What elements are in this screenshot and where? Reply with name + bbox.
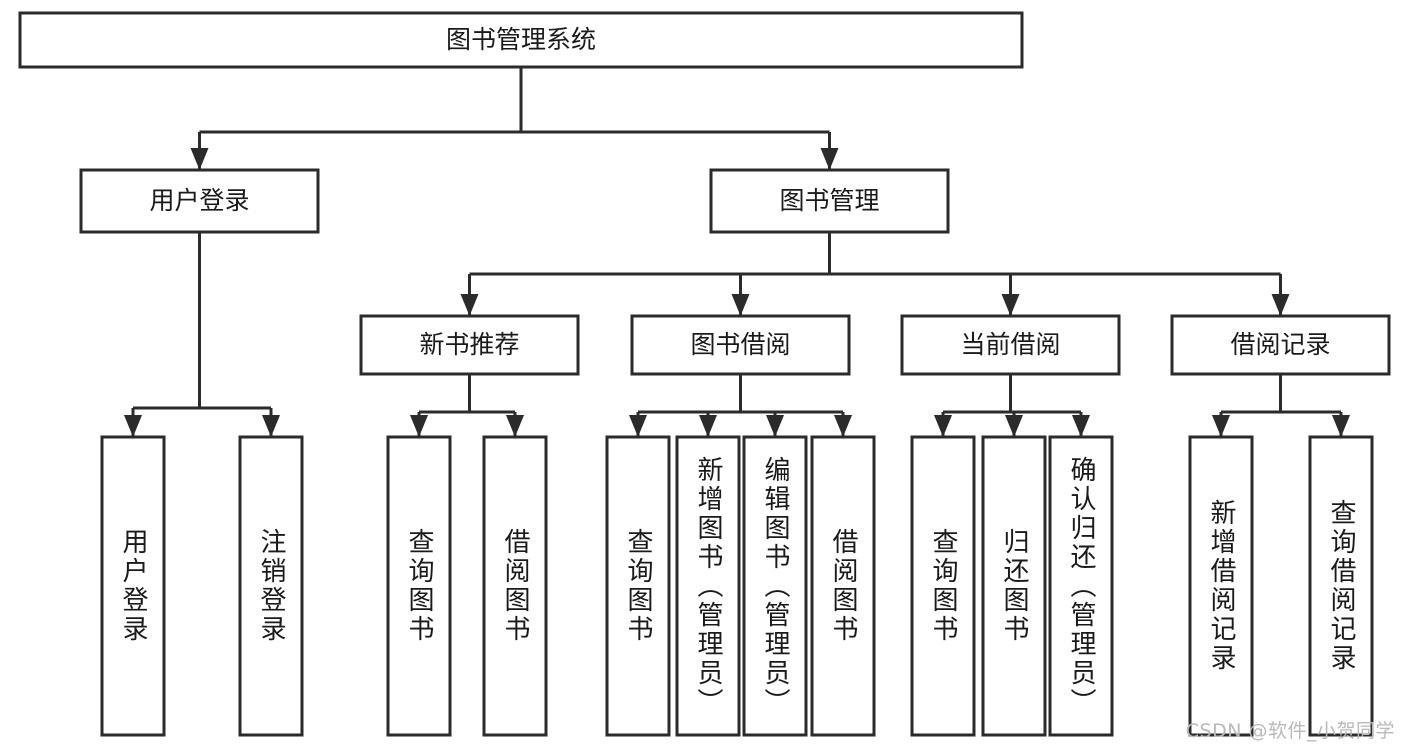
level2-node-book-management-label: 图书管理 [779, 186, 879, 215]
leaf-node-leaf-add-book-admin-box[interactable] [675, 435, 741, 737]
arrow-head-icon [190, 148, 209, 170]
leaf-node-leaf-user-login-box[interactable] [100, 435, 166, 737]
arrow-head-icon [124, 415, 142, 437]
arrow-head-icon [506, 415, 524, 437]
level3-node-borrow-record-label: 借阅记录 [1230, 330, 1330, 359]
root-node-label: 图书管理系统 [446, 25, 596, 54]
arrow-head-icon [629, 415, 647, 437]
level2-node-user-login-box[interactable] [79, 168, 320, 234]
connector-layer [124, 67, 1350, 437]
level3-node-new-book-recommend-box[interactable] [359, 314, 580, 376]
arrow-head-icon [934, 415, 952, 437]
level2-node-book-management-box[interactable] [709, 168, 950, 234]
watermark-text: CSDN @软件_小贺同学 [1185, 720, 1395, 742]
level3-node-current-borrow-label: 当前借阅 [960, 330, 1060, 359]
arrow-head-icon [410, 415, 428, 437]
arrow-head-icon [1001, 294, 1020, 316]
root-node-box[interactable] [18, 11, 1024, 69]
leaf-node-leaf-query-book-2-box[interactable] [605, 435, 671, 737]
arrow-head-icon [766, 415, 784, 437]
arrow-head-icon [1212, 415, 1230, 437]
leaf-node-leaf-edit-book-admin-box[interactable] [742, 435, 808, 737]
leaf-node-leaf-query-book-3-box[interactable] [910, 435, 976, 737]
level3-node-book-borrow-box[interactable] [630, 314, 851, 376]
arrow-head-icon [460, 294, 479, 316]
arrow-head-icon [699, 415, 717, 437]
leaf-node-leaf-confirm-return-box[interactable] [1048, 435, 1114, 737]
leaf-node-leaf-query-record-box[interactable] [1308, 435, 1374, 737]
level2-node-user-login-label: 用户登录 [149, 186, 249, 215]
leaf-node-leaf-add-record-box[interactable] [1188, 435, 1254, 737]
level3-node-new-book-recommend-label: 新书推荐 [419, 330, 519, 359]
arrow-head-icon [1271, 294, 1290, 316]
arrow-head-icon [820, 148, 839, 170]
arrow-head-icon [1005, 415, 1023, 437]
level3-node-borrow-record-box[interactable] [1170, 314, 1391, 376]
arrow-head-icon [1072, 415, 1090, 437]
level3-node-book-borrow-label: 图书借阅 [690, 330, 790, 359]
leaf-node-leaf-borrow-book-2-box[interactable] [810, 435, 876, 737]
leaf-node-leaf-user-logout-box[interactable] [238, 435, 304, 737]
arrow-head-icon [1332, 415, 1350, 437]
leaf-node-leaf-return-book-box[interactable] [981, 435, 1047, 737]
arrow-head-icon [834, 415, 852, 437]
arrow-head-icon [731, 294, 750, 316]
level3-node-current-borrow-box[interactable] [900, 314, 1121, 376]
leaf-node-leaf-query-book-1-box[interactable] [386, 435, 452, 737]
leaf-node-leaf-borrow-book-1-box[interactable] [482, 435, 548, 737]
arrow-head-icon [262, 415, 280, 437]
